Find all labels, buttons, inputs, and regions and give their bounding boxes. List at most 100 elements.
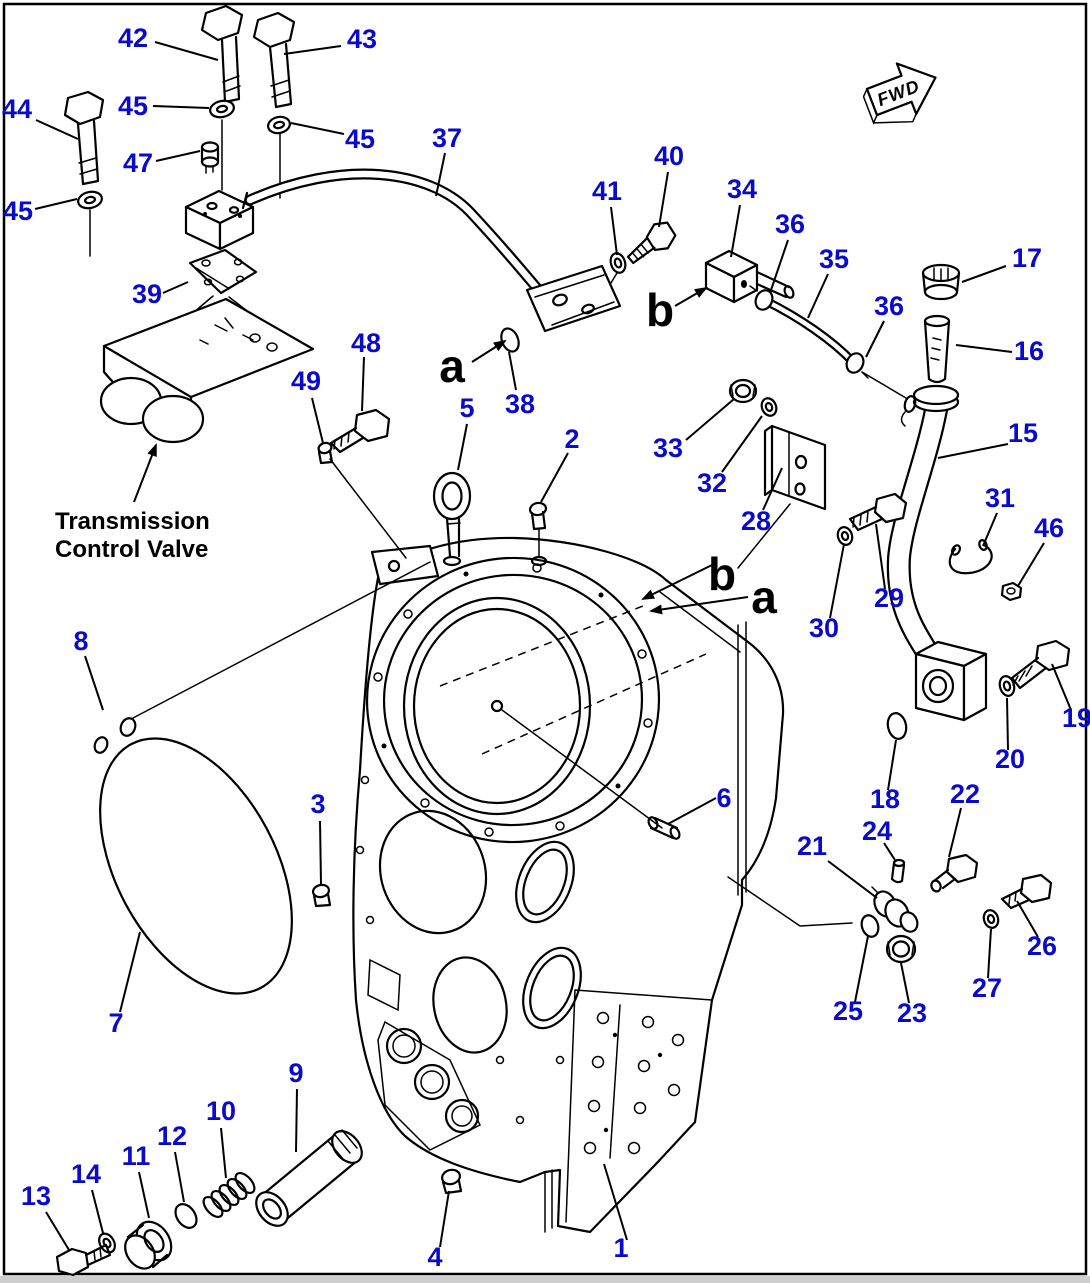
part-oring-25 bbox=[860, 914, 880, 938]
callout-16-16: 16 bbox=[1014, 336, 1044, 366]
callout-39-7: 39 bbox=[132, 279, 162, 309]
part-bolt-48 bbox=[329, 408, 391, 454]
leader-line-9-44 bbox=[295, 1088, 298, 1153]
part-gasket-39 bbox=[188, 248, 258, 295]
callout-37-8: 37 bbox=[432, 123, 462, 153]
callout-33-25: 33 bbox=[653, 433, 683, 463]
flange-bolt-holes bbox=[373, 563, 653, 837]
callout-12-46: 12 bbox=[157, 1121, 187, 1151]
callout-41-9: 41 bbox=[592, 176, 622, 206]
part-bolt-49 bbox=[317, 441, 334, 465]
part-breather-47 bbox=[200, 141, 220, 174]
fwd-arrow: FWD bbox=[862, 62, 937, 125]
leader-line-29-29 bbox=[875, 523, 886, 590]
part-dipstick-16 bbox=[923, 314, 951, 399]
part-cap-11 bbox=[124, 1220, 173, 1270]
leader-line-25-38 bbox=[854, 935, 869, 1003]
callout-25-38: 25 bbox=[833, 996, 863, 1026]
callout-21-35: 21 bbox=[797, 831, 827, 861]
callout-48-20: 48 bbox=[351, 328, 381, 358]
callout-22-34: 22 bbox=[950, 779, 980, 809]
leader-line-48-20 bbox=[361, 356, 365, 412]
note-line1: Transmission bbox=[55, 508, 210, 535]
leader-line-31-18 bbox=[982, 512, 998, 547]
callout-26-36: 26 bbox=[1027, 931, 1057, 961]
callout-17-15: 17 bbox=[1012, 243, 1042, 273]
part-valve-block bbox=[184, 189, 255, 251]
section-letter-b-1: b bbox=[646, 284, 674, 336]
leader-line-45-6 bbox=[34, 198, 78, 210]
part-washer-45a bbox=[209, 99, 235, 119]
part-plug-2 bbox=[528, 501, 548, 558]
leader-line-14-48 bbox=[91, 1189, 104, 1234]
part-washer-41 bbox=[609, 252, 627, 274]
callout-30-28: 30 bbox=[809, 613, 839, 643]
leader-line-18-32 bbox=[887, 739, 897, 791]
leader-line-3-41 bbox=[319, 820, 322, 885]
callout-15-17: 15 bbox=[1008, 418, 1038, 448]
part-washer-45c bbox=[77, 190, 103, 210]
callout-24-33: 24 bbox=[862, 816, 892, 846]
callout-40-10: 40 bbox=[654, 141, 684, 171]
callout-49-21: 49 bbox=[291, 366, 321, 396]
leader-line-44-2 bbox=[35, 119, 79, 140]
leader-line-20-31 bbox=[1006, 697, 1009, 751]
leader-line-13-49 bbox=[45, 1211, 70, 1251]
leader-line-39-7 bbox=[162, 281, 189, 294]
leader-line-41-9 bbox=[610, 206, 618, 256]
callout-5-22: 5 bbox=[459, 393, 474, 423]
callout-32-26: 32 bbox=[697, 468, 727, 498]
callout-14-48: 14 bbox=[71, 1159, 101, 1189]
part-eyebolt-5 bbox=[432, 471, 472, 558]
callout-6-42: 6 bbox=[716, 783, 731, 813]
part-oring-7 bbox=[99, 737, 293, 995]
callout-36-12: 36 bbox=[775, 209, 805, 239]
note-transmission-control-valve: Transmission Control Valve bbox=[55, 443, 210, 563]
part-elbow-34 bbox=[704, 249, 795, 304]
leader-line-5-22 bbox=[457, 423, 468, 471]
leader-line-7-43 bbox=[119, 931, 141, 1013]
part-plug-3 bbox=[311, 883, 332, 908]
leader-line-8-40 bbox=[84, 655, 104, 711]
part-elbow-22 bbox=[930, 853, 979, 893]
leader-line-45-3 bbox=[152, 105, 210, 109]
callout-45-6: 45 bbox=[3, 196, 33, 226]
part-nut-23 bbox=[885, 934, 917, 964]
part-transmission-case bbox=[352, 536, 785, 1234]
leader-line-26-36 bbox=[1016, 900, 1039, 938]
leader-line-38-23 bbox=[508, 351, 517, 391]
leader-line-22-34 bbox=[948, 807, 962, 858]
leader-line-43-1 bbox=[283, 45, 342, 55]
callout-1-51: 1 bbox=[613, 1233, 628, 1263]
callout-23-39: 23 bbox=[897, 998, 927, 1028]
callout-29-29: 29 bbox=[874, 583, 904, 613]
part-hook-31 bbox=[948, 539, 993, 575]
part-bolt-44 bbox=[63, 90, 105, 186]
leader-line-33-25 bbox=[685, 398, 735, 441]
callout-44-2: 44 bbox=[2, 94, 32, 124]
callout-35-13: 35 bbox=[819, 244, 849, 274]
callout-27-37: 27 bbox=[972, 973, 1002, 1003]
leader-line-16-16 bbox=[955, 344, 1013, 353]
callout-19-30: 19 bbox=[1062, 703, 1090, 733]
part-pipe-flange bbox=[525, 264, 622, 333]
leader-line-36-14 bbox=[865, 320, 885, 358]
callout-38-23: 38 bbox=[505, 389, 535, 419]
note-arrow bbox=[133, 443, 157, 503]
leader-line-40-10 bbox=[658, 171, 669, 228]
leader-line-30-28 bbox=[829, 543, 845, 619]
leader-line-28-27 bbox=[762, 467, 783, 511]
callout-46-19: 46 bbox=[1034, 513, 1064, 543]
part-bolt-29 bbox=[848, 492, 908, 532]
leader-line-36-12 bbox=[769, 239, 789, 294]
section-arrow-a-0 bbox=[471, 339, 507, 363]
part-spring-10 bbox=[202, 1171, 256, 1219]
callout-8-40: 8 bbox=[73, 626, 88, 656]
part-plug-4 bbox=[441, 1168, 463, 1195]
part-hose-35 bbox=[761, 296, 858, 367]
part-washer-27 bbox=[982, 909, 1000, 929]
callout-18-32: 18 bbox=[870, 784, 900, 814]
callout-7-43: 7 bbox=[108, 1008, 123, 1038]
leader-line-24-33 bbox=[883, 842, 896, 861]
